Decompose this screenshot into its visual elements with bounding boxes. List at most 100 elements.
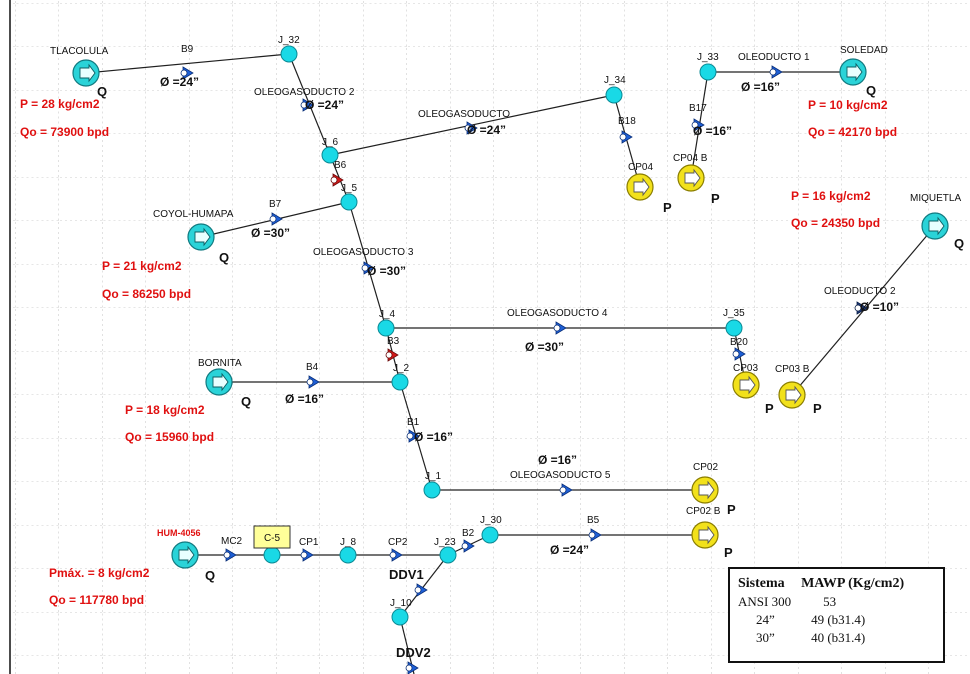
source-flow-soledad: Qo = 42170 bpd xyxy=(808,125,897,139)
valve-b4-icon[interactable] xyxy=(306,375,320,389)
source-miquetla-icon[interactable] xyxy=(921,212,949,240)
junction-j8[interactable] xyxy=(339,546,357,564)
valve-oleod2-icon[interactable] xyxy=(854,301,868,315)
sink-cp03-icon[interactable] xyxy=(732,371,760,399)
label-j35: J_35 xyxy=(723,308,745,319)
junction-j2[interactable] xyxy=(391,373,409,391)
valve-oleod1-icon[interactable] xyxy=(769,65,783,79)
junction-j4[interactable] xyxy=(377,319,395,337)
valve-oleogas3-icon[interactable] xyxy=(361,261,375,275)
valve-b17-icon[interactable] xyxy=(691,118,705,132)
diameter-b9: Ø =24” xyxy=(160,75,199,89)
valves xyxy=(180,65,868,674)
valve-oleogas2-icon[interactable] xyxy=(300,98,314,112)
label-j5: J_5 xyxy=(341,183,358,194)
valve-b6-icon[interactable] xyxy=(330,173,344,187)
diameter-b7: Ø =30” xyxy=(251,226,290,240)
sink-cp04-icon[interactable] xyxy=(626,173,654,201)
source-bornita-icon[interactable] xyxy=(205,368,233,396)
source-name-soledad: SOLEDAD xyxy=(840,45,888,56)
valve-b1-icon[interactable] xyxy=(406,429,420,443)
valve-ddv1-icon[interactable] xyxy=(414,583,428,597)
junction-j35[interactable] xyxy=(725,319,743,337)
label-oleogasoducto-5: OLEOGASODUCTO 5 xyxy=(510,470,611,481)
label-b17: B17 xyxy=(689,103,707,114)
valve-oleogas4-icon[interactable] xyxy=(553,321,567,335)
valve-b20-icon[interactable] xyxy=(732,347,746,361)
sink-cp02b-icon[interactable] xyxy=(691,521,719,549)
junction-j32[interactable] xyxy=(280,45,298,63)
valve-mc2-icon[interactable] xyxy=(223,548,237,562)
junction-j33[interactable] xyxy=(699,63,717,81)
diameter-oleod1: Ø =16” xyxy=(741,80,780,94)
junction-j6[interactable] xyxy=(321,146,339,164)
valve-labels: B9 B17 B18 B6 B7 B3 B20 B4 B1 B2 B5 MC2 … xyxy=(181,44,748,548)
source-tlacolula-icon[interactable] xyxy=(72,59,100,87)
junction-j10[interactable] xyxy=(391,608,409,626)
sink-cp04b-icon[interactable] xyxy=(677,164,705,192)
valve-b18-icon[interactable] xyxy=(619,130,633,144)
mawp-col-sistema: Sistema xyxy=(738,576,785,591)
valve-oleogas-icon[interactable] xyxy=(464,121,478,135)
label-b4: B4 xyxy=(306,362,319,373)
sink-cp02-icon[interactable] xyxy=(691,476,719,504)
label-oleoducto-1: OLEODUCTO 1 xyxy=(738,52,810,63)
label-j33: J_33 xyxy=(697,52,719,63)
junction-j34[interactable] xyxy=(605,86,623,104)
label-oleogasoducto-3: OLEOGASODUCTO 3 xyxy=(313,247,414,258)
diameter-oleogas2: Ø =24” xyxy=(305,98,344,112)
source-pressure-miquetla: P = 16 kg/cm2 xyxy=(791,189,871,203)
sink-name-cp02: CP02 xyxy=(693,462,718,473)
valve-b2-icon[interactable] xyxy=(461,539,475,553)
sink-cp03b-icon[interactable] xyxy=(778,381,806,409)
source-type-bornita: Q xyxy=(241,394,251,409)
label-j2: J_2 xyxy=(393,363,410,374)
label-j34: J_34 xyxy=(604,75,626,86)
label-mc2: MC2 xyxy=(221,536,243,547)
source-type-coyol-humapa: Q xyxy=(219,250,229,265)
valve-ddv2-icon[interactable] xyxy=(405,661,419,674)
label-j23: J_23 xyxy=(434,537,456,548)
junction-j23[interactable] xyxy=(439,546,457,564)
source-name-miquetla: MIQUETLA xyxy=(910,193,961,204)
label-j10: J_10 xyxy=(390,598,412,609)
source-pressure-bornita: P = 18 kg/cm2 xyxy=(125,403,205,417)
valve-cp2-icon[interactable] xyxy=(389,548,403,562)
diameter-b5: Ø =24” xyxy=(550,543,589,557)
source-coyol-humapa-icon[interactable] xyxy=(187,223,215,251)
compressor-c5[interactable] xyxy=(253,525,291,549)
label-ddv1: DDV1 xyxy=(389,567,424,582)
valve-b3-icon[interactable] xyxy=(385,348,399,362)
label-j6: J_6 xyxy=(322,137,339,148)
junction-j1[interactable] xyxy=(423,481,441,499)
label-b20: B20 xyxy=(730,337,748,348)
junction-labels: J_32 J_34 J_33 J_6 J_5 J_4 J_35 J_2 J_1 … xyxy=(278,35,745,609)
source-hum4056-icon[interactable] xyxy=(171,541,199,569)
label-j30: J_30 xyxy=(480,515,502,526)
source-type-tlacolula: Q xyxy=(97,84,107,99)
grid-background xyxy=(10,0,970,674)
mawp-row-label: 30” xyxy=(756,630,775,645)
label-j32: J_32 xyxy=(278,35,300,46)
diameter-b1: Ø =16” xyxy=(414,430,453,444)
source-soledad-icon[interactable] xyxy=(839,58,867,86)
label-b5: B5 xyxy=(587,515,600,526)
valve-b9-icon[interactable] xyxy=(180,66,194,80)
label-oleogasoducto-4: OLEOGASODUCTO 4 xyxy=(507,308,608,319)
source-name-tlacolula: TLACOLULA xyxy=(50,46,109,57)
sink-name-cp02b: CP02 B xyxy=(686,506,721,517)
sink-annotations: CP04 P CP04 B P CP03 P CP03 B P CP02 P C… xyxy=(628,153,822,560)
valve-cp1-icon[interactable] xyxy=(300,548,314,562)
valve-oleogas5-icon[interactable] xyxy=(559,483,573,497)
diameter-oleogas5: Ø =16” xyxy=(538,453,577,467)
label-j8: J_8 xyxy=(340,537,357,548)
valve-b5-icon[interactable] xyxy=(588,528,602,542)
source-name-hum4056: HUM-4056 xyxy=(157,528,201,538)
source-name-coyol-humapa: COYOL-HUMAPA xyxy=(153,209,234,220)
junction-j30[interactable] xyxy=(481,526,499,544)
valve-b7-icon[interactable] xyxy=(269,212,283,226)
junction-c5-node[interactable] xyxy=(263,546,281,564)
diameter-b4: Ø =16” xyxy=(285,392,324,406)
junction-j5[interactable] xyxy=(340,193,358,211)
